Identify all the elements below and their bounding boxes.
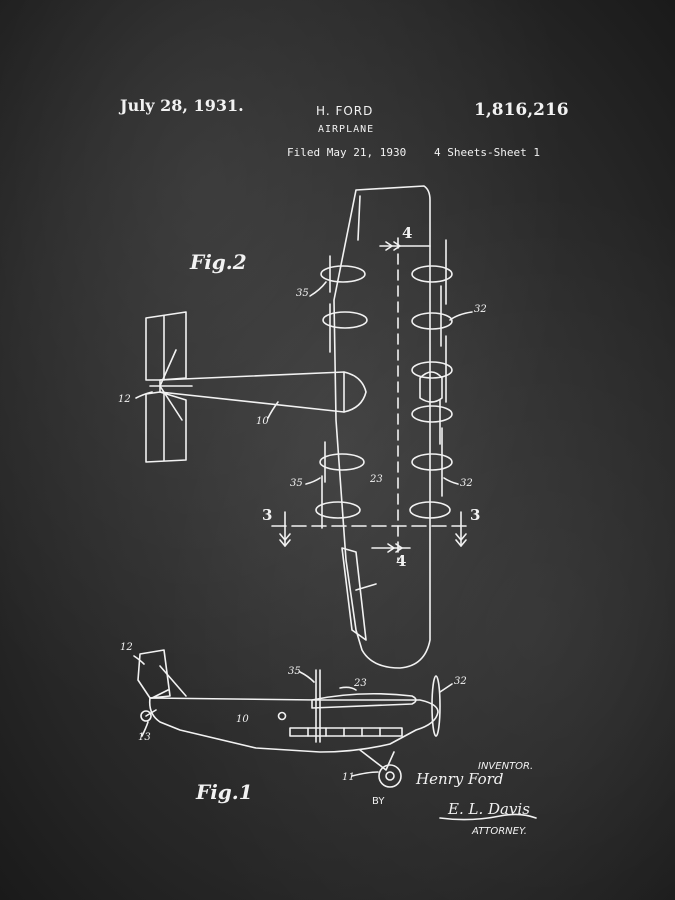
section-3-right-label: 3 (470, 506, 481, 524)
leader-35c (300, 672, 314, 682)
fig2-right-engines (410, 240, 452, 518)
section-3-line (272, 512, 472, 546)
section-4-top-label: 4 (402, 224, 413, 242)
section-4-bottom-marker (372, 544, 410, 552)
figure-2-label: Fig.2 (190, 250, 247, 274)
ref-35-top: 35 (296, 288, 309, 299)
by-label: BY (372, 796, 385, 807)
leader-10a (268, 402, 278, 418)
leader-23b (340, 687, 356, 690)
section-3-left-label: 3 (262, 506, 273, 524)
leader-35b (306, 478, 320, 484)
attorney-signature: E. L. Davis (448, 800, 530, 818)
leader-11 (352, 772, 378, 776)
ref-23-fig1: 23 (354, 678, 367, 689)
leader-32c (440, 684, 452, 692)
section-4-top-marker (380, 242, 430, 250)
patent-number: 1,816,216 (474, 100, 569, 120)
fig2-wing (334, 186, 430, 668)
ref-35-fig1: 35 (288, 666, 301, 677)
ref-10-fig1: 10 (236, 714, 249, 725)
ref-13-fig1: 13 (138, 732, 151, 743)
filed-date: Filed May 21, 1930 (287, 146, 407, 159)
ref-32-top: 32 (474, 304, 487, 315)
leader-35a (310, 282, 326, 296)
leader-13 (142, 722, 148, 736)
leader-12b (134, 656, 144, 664)
ref-35-middle: 35 (290, 478, 303, 489)
figure-1-label: Fig.1 (196, 780, 253, 804)
section-4-bottom-label: 4 (396, 552, 407, 570)
leader-32b (444, 478, 458, 484)
fig2-fuselage (146, 312, 366, 462)
leader-32a (450, 312, 472, 320)
fig1-fuselage (138, 650, 440, 787)
ref-10-fig2: 10 (256, 416, 269, 427)
ref-11-fig1: 11 (342, 772, 355, 783)
inventor-name: H. FORD (316, 104, 374, 118)
ref-12-fig2: 12 (118, 394, 131, 405)
attorney-label: ATTORNEY. (472, 826, 527, 837)
ref-32-fig1: 32 (454, 676, 467, 687)
attorney-signature-flourish (440, 814, 536, 819)
ref-23-fig2: 23 (370, 474, 383, 485)
ref-12-fig1: 12 (120, 642, 133, 653)
patent-date: July 28, 1931. (120, 96, 244, 115)
ref-32-middle: 32 (460, 478, 473, 489)
inventor-signature: Henry Ford (416, 770, 504, 788)
patent-title: AIRPLANE (318, 124, 375, 135)
fig2-cockpit (420, 372, 442, 402)
sheet-count: 4 Sheets-Sheet 1 (434, 146, 540, 159)
inventor-label: INVENTOR. (478, 761, 534, 772)
leader-12a (136, 392, 152, 398)
fig2-left-engines (316, 256, 367, 528)
